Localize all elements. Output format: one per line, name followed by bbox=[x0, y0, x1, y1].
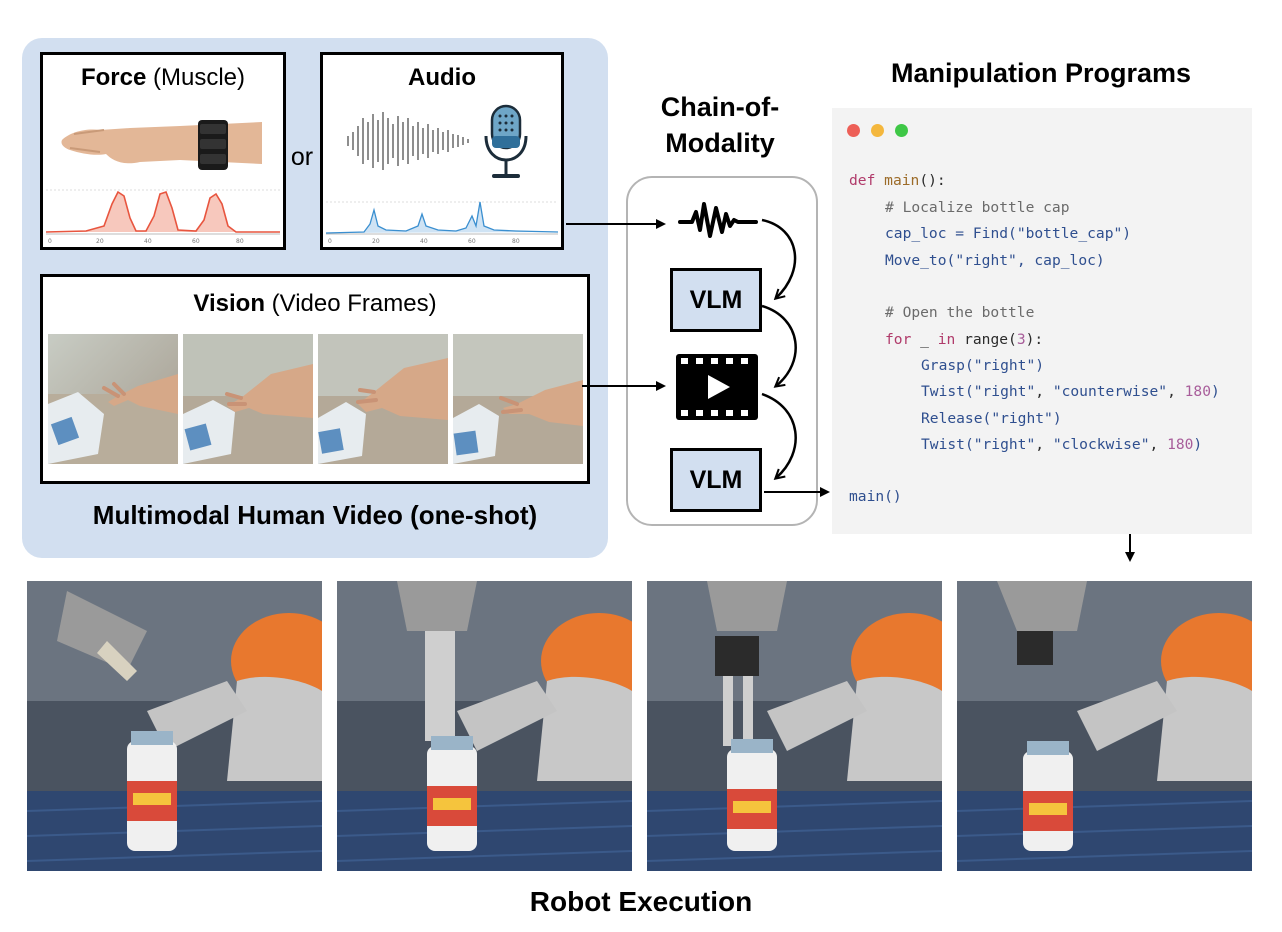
code-line-10: Twist("right", "clockwise", 180) bbox=[921, 436, 1203, 453]
robot-caption: Robot Execution bbox=[529, 886, 753, 917]
video-frame-1 bbox=[48, 334, 178, 464]
com-title-line1: Chain-of- bbox=[660, 92, 780, 122]
svg-text:60: 60 bbox=[192, 238, 200, 245]
robot-frame-3 bbox=[647, 581, 942, 871]
code-line-8: Twist("right", "counterwise", 180) bbox=[921, 383, 1220, 400]
svg-text:20: 20 bbox=[96, 238, 104, 245]
window-minimize-dot bbox=[871, 124, 884, 137]
code-line-11: main() bbox=[849, 488, 902, 505]
force-panel-title: Force (Muscle) bbox=[80, 64, 246, 91]
code-line-1: def main(): bbox=[849, 172, 946, 189]
video-frame-4 bbox=[453, 334, 583, 464]
window-maximize-dot bbox=[895, 124, 908, 137]
svg-text:40: 40 bbox=[144, 238, 152, 245]
code-line-4: Move_to("right", cap_loc) bbox=[885, 252, 1105, 269]
programs-title: Manipulation Programs bbox=[890, 58, 1192, 88]
code-line-9: Release("right") bbox=[921, 410, 1062, 427]
video-frame-2 bbox=[183, 334, 313, 464]
robot-frame-1 bbox=[27, 581, 322, 871]
svg-text:40: 40 bbox=[420, 238, 428, 245]
audio-panel-title: Audio bbox=[408, 64, 476, 91]
robot-frame-2 bbox=[337, 581, 632, 871]
arm-with-armband-image bbox=[61, 120, 262, 170]
code-line-2: # Localize bottle cap bbox=[885, 199, 1070, 216]
code-editor bbox=[832, 108, 1252, 534]
svg-text:0: 0 bbox=[328, 238, 332, 245]
svg-text:80: 80 bbox=[512, 238, 520, 245]
input-caption: Multimodal Human Video (one-shot) bbox=[92, 500, 538, 530]
code-line-5: # Open the bottle bbox=[885, 304, 1035, 321]
com-title-line2: Modality bbox=[665, 128, 775, 158]
window-close-dot bbox=[847, 124, 860, 137]
chain-of-modality-container bbox=[626, 176, 818, 526]
svg-text:20: 20 bbox=[372, 238, 380, 245]
audio-signal-plot: 0 20 40 60 80 bbox=[326, 201, 558, 245]
video-film-icon bbox=[676, 354, 758, 420]
svg-text:60: 60 bbox=[468, 238, 476, 245]
or-label: or bbox=[290, 143, 314, 171]
robot-frame-4 bbox=[957, 581, 1252, 871]
vlm-box-2: VLM bbox=[670, 448, 762, 512]
svg-text:0: 0 bbox=[48, 238, 52, 245]
video-frame-3 bbox=[318, 334, 448, 464]
code-line-3: cap_loc = Find("bottle_cap") bbox=[885, 225, 1132, 242]
vision-panel-title: Vision (Video Frames) bbox=[193, 290, 437, 317]
code-line-7: Grasp("right") bbox=[921, 357, 1045, 374]
svg-text:80: 80 bbox=[236, 238, 244, 245]
vlm-box-1: VLM bbox=[670, 268, 762, 332]
code-line-6: for _ in range(3): bbox=[885, 331, 1044, 348]
waveform-image bbox=[347, 112, 469, 170]
force-signal-plot: 0 20 40 60 80 bbox=[46, 189, 280, 245]
microphone-icon bbox=[484, 104, 528, 178]
audio-wave-icon bbox=[678, 202, 758, 238]
